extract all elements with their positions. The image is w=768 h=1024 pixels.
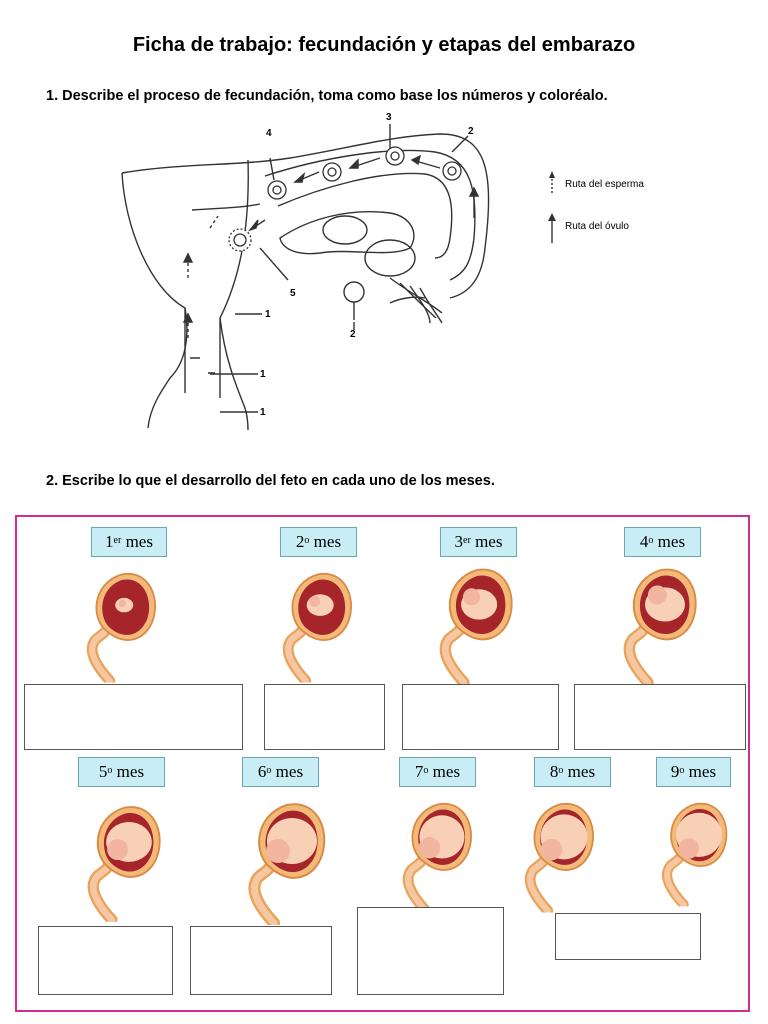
- answer-box-month-2[interactable]: [264, 684, 385, 750]
- answer-box-month-5[interactable]: [38, 926, 173, 995]
- answer-box-month-3[interactable]: [402, 684, 559, 750]
- legend-ovum-route: Ruta del óvulo: [565, 221, 629, 232]
- diagram-label-1-a: 1: [265, 309, 271, 320]
- question-2: 2. Escribe lo que el desarrollo del feto…: [46, 473, 495, 489]
- answer-box-month-1[interactable]: [24, 684, 243, 750]
- answer-box-month-8-9[interactable]: [555, 913, 701, 960]
- legend-sperm-route: Ruta del esperma: [565, 179, 644, 190]
- fetus-illustration-month-7: [388, 795, 478, 913]
- diagram-label-2-bottom: 2: [350, 329, 356, 340]
- fetus-illustration-month-5: [72, 795, 167, 925]
- diagram-label-1-b: 1: [260, 369, 266, 380]
- answer-box-month-4[interactable]: [574, 684, 746, 750]
- question-1: 1. Describe el proceso de fecundación, t…: [46, 88, 608, 104]
- fetus-illustration-month-1: [72, 565, 162, 683]
- fetus-illustration-month-4: [608, 560, 703, 685]
- fetus-illustration-month-3: [424, 560, 519, 685]
- diagram-label-2-top: 2: [468, 126, 474, 137]
- diagram-label-1-c: 1: [260, 407, 266, 418]
- diagram-label-4: 4: [266, 128, 272, 139]
- fetus-illustration-month-6: [232, 795, 332, 925]
- answer-box-month-6[interactable]: [190, 926, 332, 995]
- fetus-illustration-month-9: [648, 795, 733, 907]
- diagram-label-3: 3: [386, 112, 392, 123]
- fertilization-diagram: 4 3 2 5 2 1 1 1 Ruta del esperma Ruta de…: [121, 112, 644, 431]
- answer-box-month-7[interactable]: [357, 907, 504, 995]
- page-title: Ficha de trabajo: fecundación y etapas d…: [132, 34, 636, 56]
- fetus-illustration-month-2: [268, 565, 358, 683]
- diagram-label-5: 5: [290, 288, 296, 299]
- months-frame: [15, 515, 750, 1012]
- fetus-illustration-month-8: [510, 795, 600, 913]
